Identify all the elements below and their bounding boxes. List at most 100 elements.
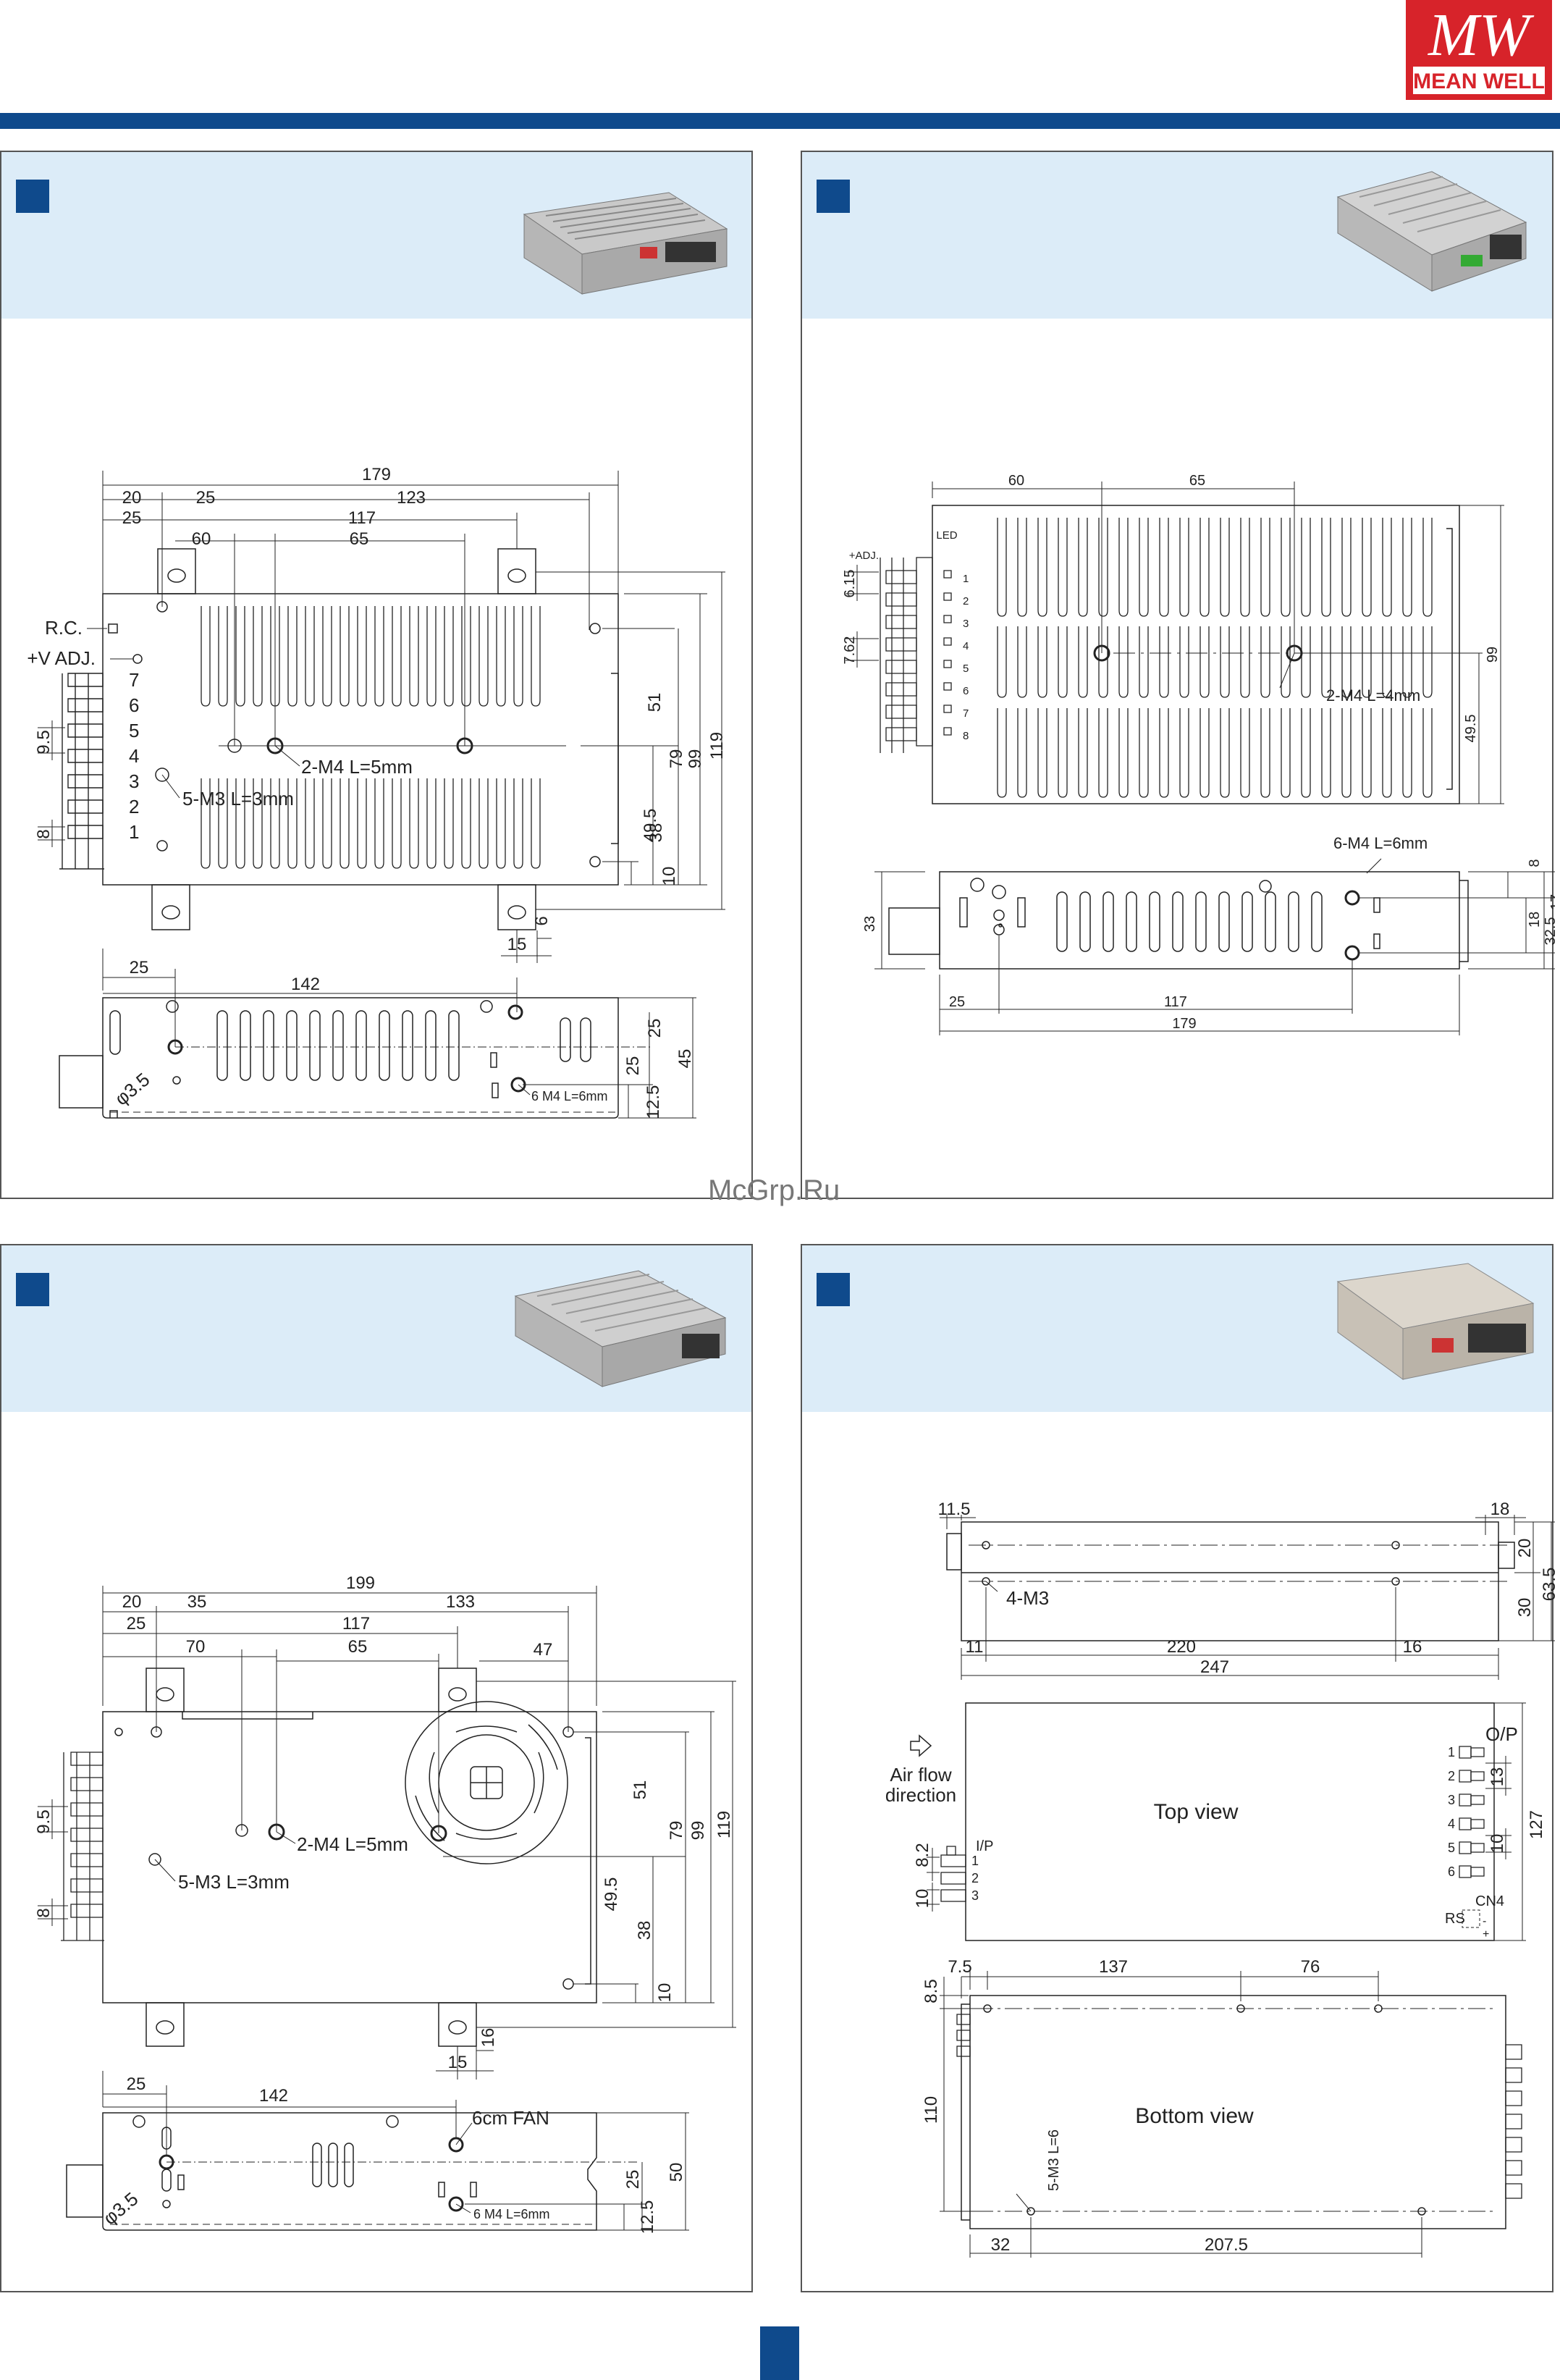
svg-text:7: 7 <box>129 669 139 691</box>
svg-text:1: 1 <box>971 1854 979 1868</box>
svg-text:25: 25 <box>623 1056 643 1076</box>
panel-2-marker <box>817 180 850 213</box>
p2-side-view <box>874 859 1555 1035</box>
header-bar <box>0 113 1560 129</box>
svg-text:3: 3 <box>971 1888 979 1903</box>
svg-text:119: 119 <box>707 732 727 760</box>
p2-dim-texts: 60 65 99 49.5 6.15 7.62 LED +ADJ. 2-M4 L… <box>842 473 1501 742</box>
svg-text:2: 2 <box>129 796 139 817</box>
svg-text:8: 8 <box>1527 859 1543 867</box>
svg-text:127: 127 <box>1527 1810 1546 1839</box>
p3-front-view <box>61 1668 596 2046</box>
svg-text:32: 32 <box>991 2235 1011 2255</box>
svg-text:4: 4 <box>129 745 139 767</box>
svg-text:11.5: 11.5 <box>938 1500 971 1519</box>
svg-text:5: 5 <box>963 663 969 675</box>
svg-text:10: 10 <box>655 1983 675 2003</box>
p2-m4-label: 2-M4 L=4mm <box>1326 686 1420 705</box>
svg-text:13: 13 <box>1488 1767 1507 1787</box>
svg-text:110: 110 <box>922 2096 941 2124</box>
svg-text:18: 18 <box>1491 1500 1510 1519</box>
svg-text:247: 247 <box>1200 1657 1229 1677</box>
svg-text:25: 25 <box>130 958 149 977</box>
svg-text:38: 38 <box>646 823 666 843</box>
svg-text:76: 76 <box>1301 1957 1320 1977</box>
svg-text:2: 2 <box>971 1871 979 1885</box>
bottom-view-label: Bottom view <box>1135 2104 1254 2128</box>
panel-1-marker <box>16 180 49 213</box>
svg-text:25: 25 <box>127 1614 146 1633</box>
vadj-label: +V ADJ. <box>27 647 96 669</box>
svg-text:117: 117 <box>342 1614 370 1633</box>
fan-grille <box>405 1702 568 1864</box>
p3-side-texts: 25 142 6cm FAN 25 12.5 50 6 M4 L=6mm φ3.… <box>99 2074 686 2234</box>
p1-dimensions <box>38 471 725 963</box>
airflow-direction-label: direction <box>885 1784 956 1806</box>
svg-text:220: 220 <box>1167 1637 1196 1657</box>
svg-text:15: 15 <box>448 2053 468 2072</box>
svg-text:2: 2 <box>1448 1769 1455 1783</box>
svg-text:179: 179 <box>362 465 391 484</box>
svg-text:25: 25 <box>127 2074 146 2094</box>
panel-4: 11.5 18 20 63.5 30 11 220 16 247 4-M3 <box>801 1244 1555 2292</box>
svg-text:+ADJ.: +ADJ. <box>849 550 879 562</box>
svg-text:51: 51 <box>645 693 665 712</box>
p1-side-view <box>59 949 696 1118</box>
svg-text:38: 38 <box>635 1921 654 1940</box>
svg-text:207.5: 207.5 <box>1205 2235 1248 2255</box>
svg-text:25: 25 <box>196 488 216 508</box>
svg-text:6: 6 <box>963 685 969 697</box>
svg-text:18: 18 <box>1527 912 1543 928</box>
p1-dim-texts: 179 20 25 123 25 117 60 65 51 79 99 119 … <box>27 465 727 954</box>
p3-dimensions <box>38 1586 736 2080</box>
p3-m3-label: 5-M3 L=3mm <box>178 1871 290 1893</box>
svg-text:99: 99 <box>1485 647 1501 663</box>
svg-text:35: 35 <box>187 1592 207 1612</box>
svg-text:LED: LED <box>936 529 957 542</box>
svg-text:12.5: 12.5 <box>638 2200 657 2234</box>
panel-1: 179 20 25 123 25 117 60 65 51 79 99 119 … <box>0 151 753 1199</box>
svg-text:65: 65 <box>1189 473 1205 489</box>
svg-text:8: 8 <box>963 730 969 742</box>
svg-text:199: 199 <box>346 1573 375 1593</box>
svg-text:117: 117 <box>348 508 376 528</box>
svg-text:16: 16 <box>478 2028 498 2048</box>
svg-text:-: - <box>1483 1915 1486 1927</box>
svg-text:3: 3 <box>129 770 139 792</box>
p4-bottom-texts: Bottom view 8.5 7.5 137 76 110 32 207.5 … <box>922 1957 1320 2255</box>
svg-text:1: 1 <box>963 573 969 585</box>
p2-side-texts: 6-M4 L=6mm 8 17 18 32.5 33 25 117 179 <box>862 834 1555 1032</box>
ip-label: I/P <box>976 1838 993 1854</box>
p4-m3-label: 4-M3 <box>1006 1587 1049 1609</box>
op-label: O/P <box>1485 1723 1518 1745</box>
svg-text:179: 179 <box>1172 1016 1196 1032</box>
svg-text:φ3.5: φ3.5 <box>111 1069 154 1110</box>
p4-bottom-view <box>940 1971 1522 2258</box>
mean-well-logo: MW MEAN WELL <box>1406 0 1552 100</box>
p3-dim-texts: 199 20 35 133 25 117 70 65 47 51 79 99 1… <box>34 1573 734 2072</box>
svg-text:6: 6 <box>129 694 139 716</box>
svg-text:60: 60 <box>192 529 211 549</box>
watermark: McGrp.Ru <box>708 1174 840 1206</box>
svg-text:79: 79 <box>667 1821 686 1841</box>
svg-text:9.5: 9.5 <box>34 1809 54 1833</box>
p2-dimensions <box>846 482 1504 804</box>
svg-text:142: 142 <box>291 975 320 994</box>
svg-text:7: 7 <box>963 707 969 720</box>
p4-top-texts: Air flow direction Top view O/P 1 2 3 4 … <box>885 1723 1546 1940</box>
svg-text:20: 20 <box>1515 1539 1535 1558</box>
svg-text:32.5: 32.5 <box>1543 917 1555 946</box>
svg-text:6.15: 6.15 <box>842 570 858 598</box>
panel-3-product-photo <box>514 1270 727 1387</box>
p1-front-view <box>59 549 618 930</box>
p2-front-view <box>880 505 1459 804</box>
svg-text:123: 123 <box>397 488 426 508</box>
svg-text:51: 51 <box>631 1780 650 1800</box>
svg-text:50: 50 <box>667 2163 686 2182</box>
panel-4-marker <box>817 1273 850 1306</box>
svg-text:7.5: 7.5 <box>948 1957 971 1977</box>
p1-m4-label: 2-M4 L=5mm <box>301 756 413 778</box>
p3-side-view <box>67 2071 689 2230</box>
svg-text:17: 17 <box>1548 894 1555 910</box>
cn4-label: CN4 <box>1475 1893 1504 1909</box>
